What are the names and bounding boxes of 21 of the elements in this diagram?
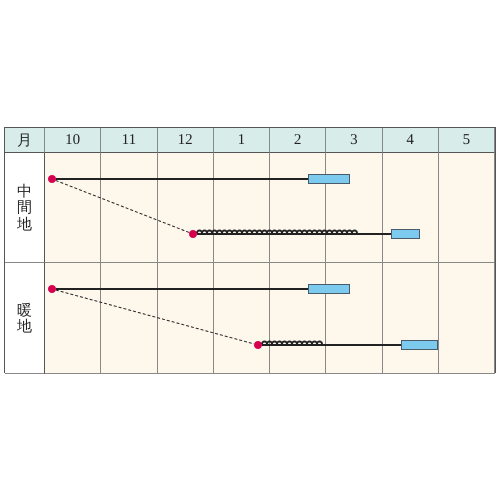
month-label: 1	[214, 128, 270, 153]
growth-line	[56, 178, 308, 180]
harvest-bar	[308, 284, 350, 294]
harvest-bar	[391, 229, 420, 239]
region-label: 中間地	[17, 182, 32, 232]
month-label: 10	[45, 128, 102, 153]
harvest-bar	[401, 340, 438, 350]
region-label: 暖地	[17, 302, 32, 334]
growth-line	[196, 230, 392, 235]
month-label: 4	[382, 128, 439, 153]
month-label: 5	[438, 128, 495, 153]
month-label: 11	[101, 128, 158, 153]
harvest-bar	[308, 174, 350, 184]
growth-line	[56, 288, 308, 290]
month-label: 12	[158, 128, 214, 153]
dashed-line	[55, 290, 255, 344]
month-header: 月	[5, 128, 45, 153]
growth-line	[261, 340, 402, 346]
dashed-line	[55, 180, 190, 234]
month-label: 2	[270, 128, 326, 153]
month-label: 3	[326, 128, 382, 153]
